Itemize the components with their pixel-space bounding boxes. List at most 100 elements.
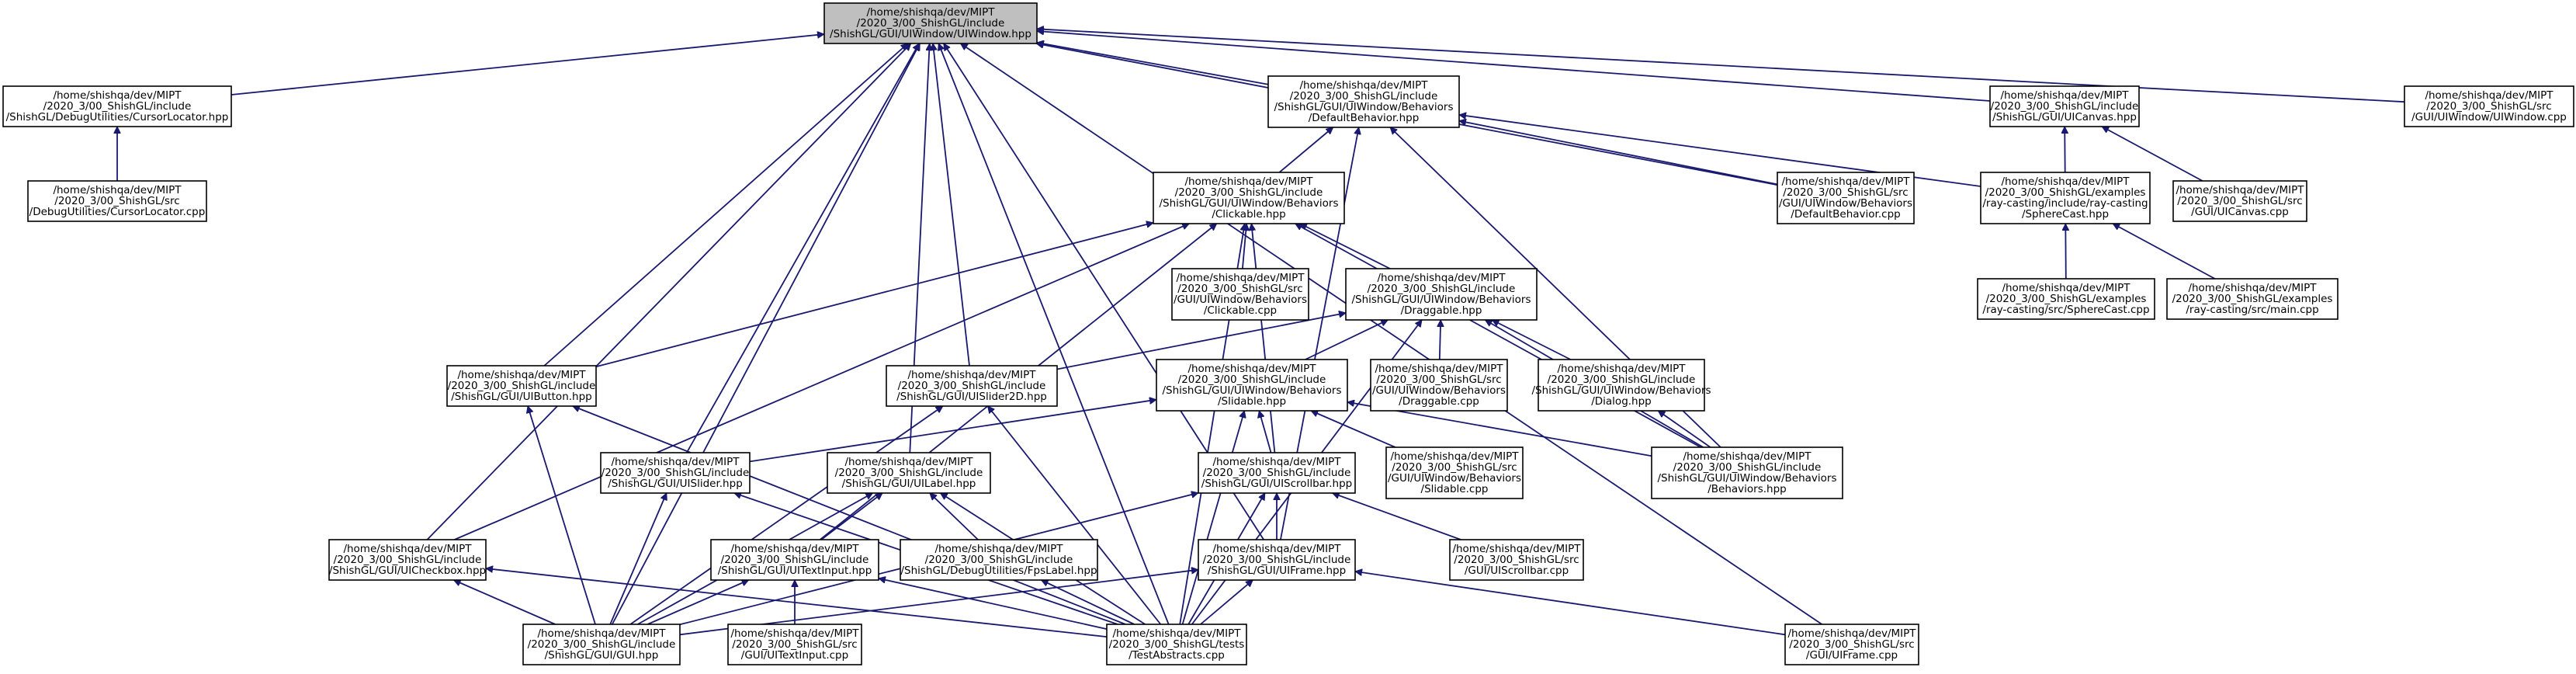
node-label-line: /ShishGL/GUI/UILabel.hpp xyxy=(842,478,976,490)
node-spherecast-hpp[interactable]: /home/shishqa/dev/MIPT/2020_3/00_ShishGL… xyxy=(1980,172,2151,224)
node-uiscrollbar-hpp[interactable]: /home/shishqa/dev/MIPT/2020_3/00_ShishGL… xyxy=(1198,452,1356,494)
node-uitextinput-hpp[interactable]: /home/shishqa/dev/MIPT/2020_3/00_ShishGL… xyxy=(710,539,879,581)
node-uilabel-hpp[interactable]: /home/shishqa/dev/MIPT/2020_3/00_ShishGL… xyxy=(827,452,991,494)
edge-uiscrollbar-hpp-to-slidable-hpp xyxy=(1259,411,1272,453)
node-label-line: /home/shishqa/dev/MIPT xyxy=(1212,543,1341,555)
node-dialog-hpp[interactable]: /home/shishqa/dev/MIPT/2020_3/00_ShishGL… xyxy=(1531,359,1711,412)
node-uiframe-hpp[interactable]: /home/shishqa/dev/MIPT/2020_3/00_ShishGL… xyxy=(1198,539,1356,581)
node-uicanvas-cpp[interactable]: /home/shishqa/dev/MIPT/2020_3/00_ShishGL… xyxy=(2172,180,2307,222)
node-box xyxy=(1171,268,1309,321)
node-label-line: /2020_3/00_ShishGL/src xyxy=(2426,100,2551,113)
node-label-line: /2020_3/00_ShishGL/include xyxy=(721,554,869,566)
node-label-line: /SphereCast.hpp xyxy=(2022,208,2109,221)
node-label-line: /ShishGL/GUI/UISlider2D.hpp xyxy=(896,391,1047,403)
node-label-line: /home/shishqa/dev/MIPT xyxy=(1557,363,1686,375)
edge-gui-hpp-to-uibutton-hpp xyxy=(528,406,596,625)
node-label-line: /home/shishqa/dev/MIPT xyxy=(730,627,859,640)
node-label-line: /home/shishqa/dev/MIPT xyxy=(1112,627,1241,640)
node-box xyxy=(1106,624,1247,665)
node-uitextinput-cpp[interactable]: /home/shishqa/dev/MIPT/2020_3/00_ShishGL… xyxy=(727,624,862,665)
node-label-line: /2020_3/00_ShishGL/include xyxy=(1673,461,1822,474)
node-slidable-cpp[interactable]: /home/shishqa/dev/MIPT/2020_3/00_ShishGL… xyxy=(1385,446,1524,499)
node-cursorlocator-cpp[interactable]: /home/shishqa/dev/MIPT/2020_3/00_ShishGL… xyxy=(27,180,207,222)
node-label-line: /ShishGL/GUI/UIFrame.hpp xyxy=(1208,565,1346,577)
node-label-line: /home/shishqa/dev/MIPT xyxy=(2176,184,2304,196)
edge-testabstracts-cpp-to-uibutton-hpp xyxy=(573,406,1126,625)
node-label-line: /home/shishqa/dev/MIPT xyxy=(1187,363,1316,375)
node-label-line: /2020_3/00_ShishGL/include xyxy=(43,100,192,113)
node-box xyxy=(522,624,681,665)
edge-uibutton-hpp-to-uiwindow-hpp xyxy=(543,43,907,367)
node-label-line: /GUI/UIScrollbar.cpp xyxy=(1465,565,1569,577)
node-behaviors-hpp[interactable]: /home/shishqa/dev/MIPT/2020_3/00_ShishGL… xyxy=(1651,446,1843,499)
node-cursorlocator-hpp[interactable]: /home/shishqa/dev/MIPT/2020_3/00_ShishGL… xyxy=(2,85,232,127)
node-label-line: /ray-casting/include/ray-casting xyxy=(1982,197,2148,210)
node-label-line: /home/shishqa/dev/MIPT xyxy=(537,627,666,640)
node-label-line: /2020_3/00_ShishGL/include xyxy=(448,380,596,392)
node-gui-hpp[interactable]: /home/shishqa/dev/MIPT/2020_3/00_ShishGL… xyxy=(522,624,681,665)
node-uicanvas-hpp[interactable]: /home/shishqa/dev/MIPT/2020_3/00_ShishGL… xyxy=(1989,85,2140,127)
node-slidable-hpp[interactable]: /home/shishqa/dev/MIPT/2020_3/00_ShishGL… xyxy=(1156,359,1348,412)
node-box xyxy=(1784,624,1919,665)
node-label-line: /2020_3/00_ShishGL/src xyxy=(2177,195,2302,207)
node-clickable-cpp[interactable]: /home/shishqa/dev/MIPT/2020_3/00_ShishGL… xyxy=(1171,268,1309,321)
edge-uiwindow-cpp-to-uiwindow-hpp xyxy=(1037,29,2405,103)
node-label-line: /Behaviors.hpp xyxy=(1708,483,1787,495)
node-uiwindow-hpp[interactable]: /home/shishqa/dev/MIPT/2020_3/00_ShishGL… xyxy=(823,2,1038,44)
edge-gui-hpp-to-uitextinput-hpp xyxy=(647,580,748,625)
node-label-line: /GUI/UICanvas.cpp xyxy=(2191,206,2289,218)
edge-uislider2d-hpp-to-uiwindow-hpp xyxy=(933,43,970,367)
node-box xyxy=(27,180,207,222)
edge-testabstracts-cpp-to-slidable-hpp xyxy=(1181,411,1245,625)
node-label-line: /GUI/UIWindow/Behaviors xyxy=(1372,384,1506,397)
node-uiwindow-cpp[interactable]: /home/shishqa/dev/MIPT/2020_3/00_ShishGL… xyxy=(2404,85,2574,127)
node-label-line: /2020_3/00_ShishGL/include xyxy=(1368,283,1516,295)
node-label-line: /home/shishqa/dev/MIPT xyxy=(907,369,1036,381)
node-label-line: /home/shishqa/dev/MIPT xyxy=(844,456,973,468)
node-uislider-hpp[interactable]: /home/shishqa/dev/MIPT/2020_3/00_ShishGL… xyxy=(600,452,751,494)
node-uibutton-hpp[interactable]: /home/shishqa/dev/MIPT/2020_3/00_ShishGL… xyxy=(446,365,597,407)
edge-slidable-cpp-to-slidable-hpp xyxy=(1311,411,1396,448)
node-label-line: /GUI/UIFrame.cpp xyxy=(1806,649,1898,662)
node-box xyxy=(900,539,1098,581)
node-draggable-hpp[interactable]: /home/shishqa/dev/MIPT/2020_3/00_ShishGL… xyxy=(1345,268,1538,321)
node-box xyxy=(886,365,1058,407)
node-label-line: /home/shishqa/dev/MIPT xyxy=(1299,79,1428,92)
node-label-line: /ShishGL/GUI/UIWindow/Behaviors xyxy=(1162,384,1341,397)
node-defaultbehavior-cpp[interactable]: /home/shishqa/dev/MIPT/2020_3/00_ShishGL… xyxy=(1777,172,1915,224)
node-main-cpp[interactable]: /home/shishqa/dev/MIPT/2020_3/00_ShishGL… xyxy=(2166,278,2339,320)
node-label-line: /ShishGL/GUI/UITextInput.hpp xyxy=(718,565,872,577)
node-fpslabel-hpp[interactable]: /home/shishqa/dev/MIPT/2020_3/00_ShishGL… xyxy=(900,539,1098,581)
node-label-line: /home/shishqa/dev/MIPT xyxy=(53,89,182,102)
edge-testabstracts-cpp-to-uicheckbox-hpp xyxy=(486,568,1108,638)
node-box xyxy=(1345,268,1538,321)
node-label-line: /home/shishqa/dev/MIPT xyxy=(1176,272,1305,284)
node-label-line: /home/shishqa/dev/MIPT xyxy=(2000,89,2129,102)
node-uislider2d-hpp[interactable]: /home/shishqa/dev/MIPT/2020_3/00_ShishGL… xyxy=(886,365,1058,407)
node-label-line: /Draggable.hpp xyxy=(1401,304,1482,317)
node-defaultbehavior-hpp[interactable]: /home/shishqa/dev/MIPT/2020_3/00_ShishGL… xyxy=(1267,75,1460,128)
node-label-line: /TestAbstracts.cpp xyxy=(1129,649,1225,662)
node-clickable-hpp[interactable]: /home/shishqa/dev/MIPT/2020_3/00_ShishGL… xyxy=(1153,172,1345,224)
node-label-line: /2020_3/00_ShishGL/include xyxy=(1203,554,1351,566)
node-label-line: /Clickable.hpp xyxy=(1212,208,1285,221)
node-draggable-cpp[interactable]: /home/shishqa/dev/MIPT/2020_3/00_ShishGL… xyxy=(1370,359,1508,412)
edge-uiscrollbar-cpp-to-uiscrollbar-hpp xyxy=(1333,493,1461,540)
edge-defaultbehavior-cpp-to-defaultbehavior-hpp xyxy=(1459,121,1778,186)
node-box xyxy=(1198,539,1356,581)
edge-testabstracts-cpp-to-uiwindow-hpp xyxy=(938,43,1170,625)
node-uiscrollbar-cpp[interactable]: /home/shishqa/dev/MIPT/2020_3/00_ShishGL… xyxy=(1449,539,1584,581)
node-testabstracts-cpp[interactable]: /home/shishqa/dev/MIPT/2020_3/00_ShishGL… xyxy=(1106,624,1247,665)
node-label-line: /ShishGL/GUI/UIScrollbar.hpp xyxy=(1201,478,1352,490)
node-label-line: /ShishGL/GUI/UIWindow/Behaviors xyxy=(1351,294,1531,306)
edge-testabstracts-cpp-to-uitextinput-hpp xyxy=(879,578,1108,630)
node-label-line: /2020_3/00_ShishGL/examples xyxy=(1985,186,2146,199)
edge-gui-hpp-to-uislider-hpp xyxy=(609,493,667,625)
node-label-line: /GUI/UITextInput.cpp xyxy=(741,649,848,662)
node-uiframe-cpp[interactable]: /home/shishqa/dev/MIPT/2020_3/00_ShishGL… xyxy=(1784,624,1919,665)
node-spherecast-cpp[interactable]: /home/shishqa/dev/MIPT/2020_3/00_ShishGL… xyxy=(1977,278,2155,320)
node-box xyxy=(827,452,991,494)
node-uicheckbox-hpp[interactable]: /home/shishqa/dev/MIPT/2020_3/00_ShishGL… xyxy=(328,539,487,581)
node-label-line: /2020_3/00_ShishGL/src xyxy=(1177,283,1302,295)
